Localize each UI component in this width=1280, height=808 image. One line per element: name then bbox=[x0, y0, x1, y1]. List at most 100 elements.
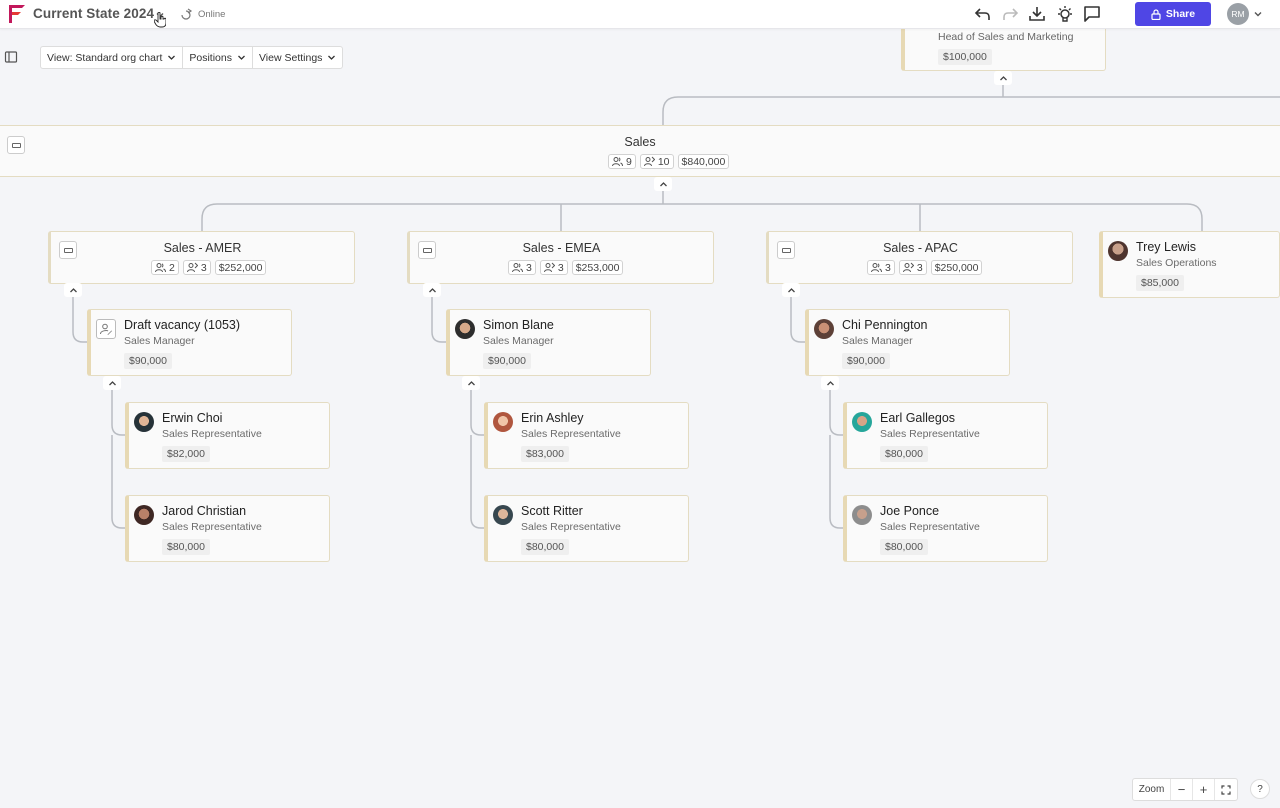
avatar bbox=[455, 319, 475, 339]
comment-icon[interactable] bbox=[1083, 5, 1101, 23]
view-toolbar: View: Standard org chart Positions View … bbox=[40, 46, 344, 69]
zoom-out-button[interactable]: − bbox=[1171, 779, 1193, 800]
person-salary: $80,000 bbox=[880, 446, 928, 462]
person-card[interactable]: Jarod Christian Sales Representative $80… bbox=[125, 495, 330, 562]
zoom-label: Zoom bbox=[1133, 779, 1171, 800]
chevron-up-icon bbox=[999, 75, 1007, 80]
share-button[interactable]: Share bbox=[1135, 2, 1211, 26]
person-name: Jarod Christian bbox=[162, 504, 247, 518]
person-salary: $90,000 bbox=[483, 353, 531, 369]
collapse-toggle[interactable] bbox=[423, 283, 441, 297]
person-card-vacancy[interactable]: Draft vacancy (1053) Sales Manager $90,0… bbox=[87, 309, 292, 376]
zoom-in-button[interactable]: + bbox=[1193, 779, 1215, 800]
person-name: Joe Ponce bbox=[880, 504, 940, 518]
positions-badge: 3 bbox=[182, 260, 211, 275]
positions-icon bbox=[543, 262, 555, 273]
person-role: Sales Representative bbox=[521, 521, 621, 533]
people-icon bbox=[612, 157, 623, 167]
headcount-value: 3 bbox=[885, 261, 891, 274]
person-card[interactable]: Simon Blane Sales Manager $90,000 bbox=[446, 309, 651, 376]
collapse-toggle[interactable] bbox=[462, 376, 480, 390]
online-status: Online bbox=[198, 9, 226, 20]
view-settings-dropdown[interactable]: View Settings bbox=[253, 47, 342, 68]
sidebar-toggle-icon[interactable] bbox=[4, 50, 18, 64]
minimize-icon bbox=[422, 247, 432, 253]
download-icon[interactable] bbox=[1028, 5, 1046, 23]
chevron-down-icon[interactable] bbox=[1253, 9, 1263, 19]
person-card[interactable]: Chi Pennington Sales Manager $90,000 bbox=[805, 309, 1010, 376]
zoom-controls: Zoom − + bbox=[1132, 778, 1238, 801]
person-name: Draft vacancy (1053) bbox=[124, 318, 241, 332]
collapse-department-button[interactable] bbox=[777, 241, 795, 259]
chevron-up-icon bbox=[659, 181, 667, 186]
headcount-badge: 3 bbox=[867, 260, 895, 275]
department-card-amer[interactable]: Sales - AMER 2 3 $252,000 bbox=[48, 231, 355, 284]
collapse-department-button[interactable] bbox=[418, 241, 436, 259]
person-salary: $100,000 bbox=[938, 49, 992, 65]
department-title: Sales bbox=[624, 135, 656, 149]
collapse-toggle[interactable] bbox=[64, 283, 82, 297]
department-stats: 2 3 $252,000 bbox=[151, 260, 267, 275]
positions-icon bbox=[902, 262, 914, 273]
chevron-up-icon bbox=[69, 287, 77, 292]
department-title: Sales - EMEA bbox=[522, 241, 601, 255]
person-card[interactable]: Trey Lewis Sales Operations $85,000 bbox=[1099, 231, 1280, 298]
person-salary: $83,000 bbox=[521, 446, 569, 462]
fit-to-screen-button[interactable] bbox=[1215, 779, 1237, 800]
redo-icon[interactable] bbox=[1001, 5, 1019, 23]
avatar bbox=[134, 505, 154, 525]
department-stats: 3 3 $253,000 bbox=[508, 260, 624, 275]
avatar bbox=[852, 412, 872, 432]
lightbulb-icon[interactable] bbox=[1056, 5, 1074, 23]
minimize-icon bbox=[11, 142, 21, 148]
person-role: Sales Manager bbox=[842, 335, 913, 347]
positions-badge: 3 bbox=[539, 260, 568, 275]
person-name: Erwin Choi bbox=[162, 411, 223, 425]
undo-icon[interactable] bbox=[974, 5, 992, 23]
person-salary: $80,000 bbox=[162, 539, 210, 555]
collapse-department-button[interactable] bbox=[59, 241, 77, 259]
person-name: Trey Lewis bbox=[1136, 240, 1196, 254]
budget-badge: $253,000 bbox=[571, 260, 624, 275]
collapse-toggle[interactable] bbox=[994, 71, 1012, 85]
person-salary: $80,000 bbox=[880, 539, 928, 555]
positions-value: 3 bbox=[916, 261, 923, 274]
collapse-department-button[interactable] bbox=[7, 136, 25, 154]
budget-badge: $250,000 bbox=[930, 260, 983, 275]
person-card[interactable]: Joe Ponce Sales Representative $80,000 bbox=[843, 495, 1048, 562]
person-salary: $90,000 bbox=[124, 353, 172, 369]
department-card-emea[interactable]: Sales - EMEA 3 3 $253,000 bbox=[407, 231, 714, 284]
document-title[interactable]: Current State 2024 bbox=[33, 6, 155, 21]
positions-badge: 3 bbox=[898, 260, 927, 275]
person-card[interactable]: Scott Ritter Sales Representative $80,00… bbox=[484, 495, 689, 562]
collapse-toggle[interactable] bbox=[654, 177, 672, 191]
budget-value: $252,000 bbox=[218, 261, 263, 274]
app-logo-icon[interactable] bbox=[8, 4, 26, 24]
person-salary: $80,000 bbox=[521, 539, 569, 555]
department-card-apac[interactable]: Sales - APAC 3 3 $250,000 bbox=[766, 231, 1073, 284]
chevron-down-icon bbox=[238, 55, 245, 60]
person-role: Sales Manager bbox=[483, 335, 554, 347]
headcount-badge: 2 bbox=[151, 260, 179, 275]
view-settings-label: View Settings bbox=[258, 51, 323, 64]
person-card[interactable]: Erin Ashley Sales Representative $83,000 bbox=[484, 402, 689, 469]
collapse-toggle[interactable] bbox=[821, 376, 839, 390]
person-card[interactable]: Earl Gallegos Sales Representative $80,0… bbox=[843, 402, 1048, 469]
user-avatar[interactable]: RM bbox=[1227, 3, 1249, 25]
headcount-value: 9 bbox=[626, 155, 632, 168]
person-name: Earl Gallegos bbox=[880, 411, 956, 425]
positions-dropdown[interactable]: Positions bbox=[183, 47, 253, 68]
view-dropdown[interactable]: View: Standard org chart bbox=[41, 47, 184, 68]
department-stats: 9 10 $840,000 bbox=[608, 154, 730, 169]
sales-department-band[interactable]: Sales 9 10 $840,000 bbox=[0, 125, 1280, 177]
help-button[interactable]: ? bbox=[1250, 779, 1270, 799]
person-card[interactable]: Erwin Choi Sales Representative $82,000 bbox=[125, 402, 330, 469]
collapse-toggle[interactable] bbox=[103, 376, 121, 390]
positions-icon bbox=[186, 262, 198, 273]
top-bar: Current State 2024 Online Share RM bbox=[0, 0, 1280, 29]
minimize-icon bbox=[63, 247, 73, 253]
person-name: Simon Blane bbox=[483, 318, 554, 332]
cloud-sync-icon bbox=[181, 8, 193, 20]
collapse-toggle[interactable] bbox=[782, 283, 800, 297]
chevron-up-icon bbox=[787, 287, 795, 292]
